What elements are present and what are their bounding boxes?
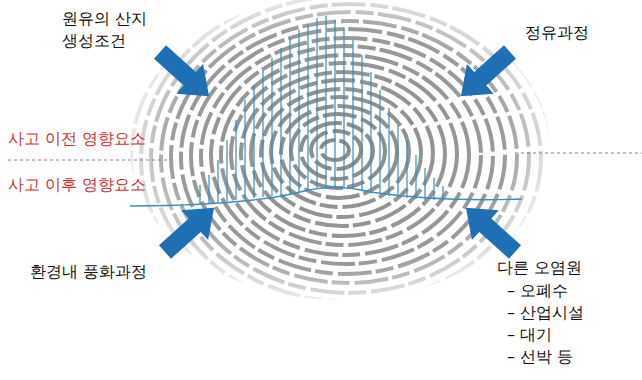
list-item: – 오폐수: [507, 280, 568, 302]
label-text: 원유의 산지 생성조건: [62, 8, 158, 52]
label-text: 정유과정: [525, 22, 589, 44]
list-item: – 산업시설: [507, 302, 584, 324]
label-text: 다른 오염원: [497, 257, 582, 279]
list-item: – 선박 등: [507, 346, 573, 368]
section-label: 사고 이전 영향요소: [8, 128, 146, 150]
blue-arrow: [147, 37, 529, 267]
list-item: – 대기: [507, 324, 552, 346]
label-text: 환경내 풍화과정: [30, 261, 147, 283]
section-label: 사고 이후 영향요소: [8, 174, 146, 196]
